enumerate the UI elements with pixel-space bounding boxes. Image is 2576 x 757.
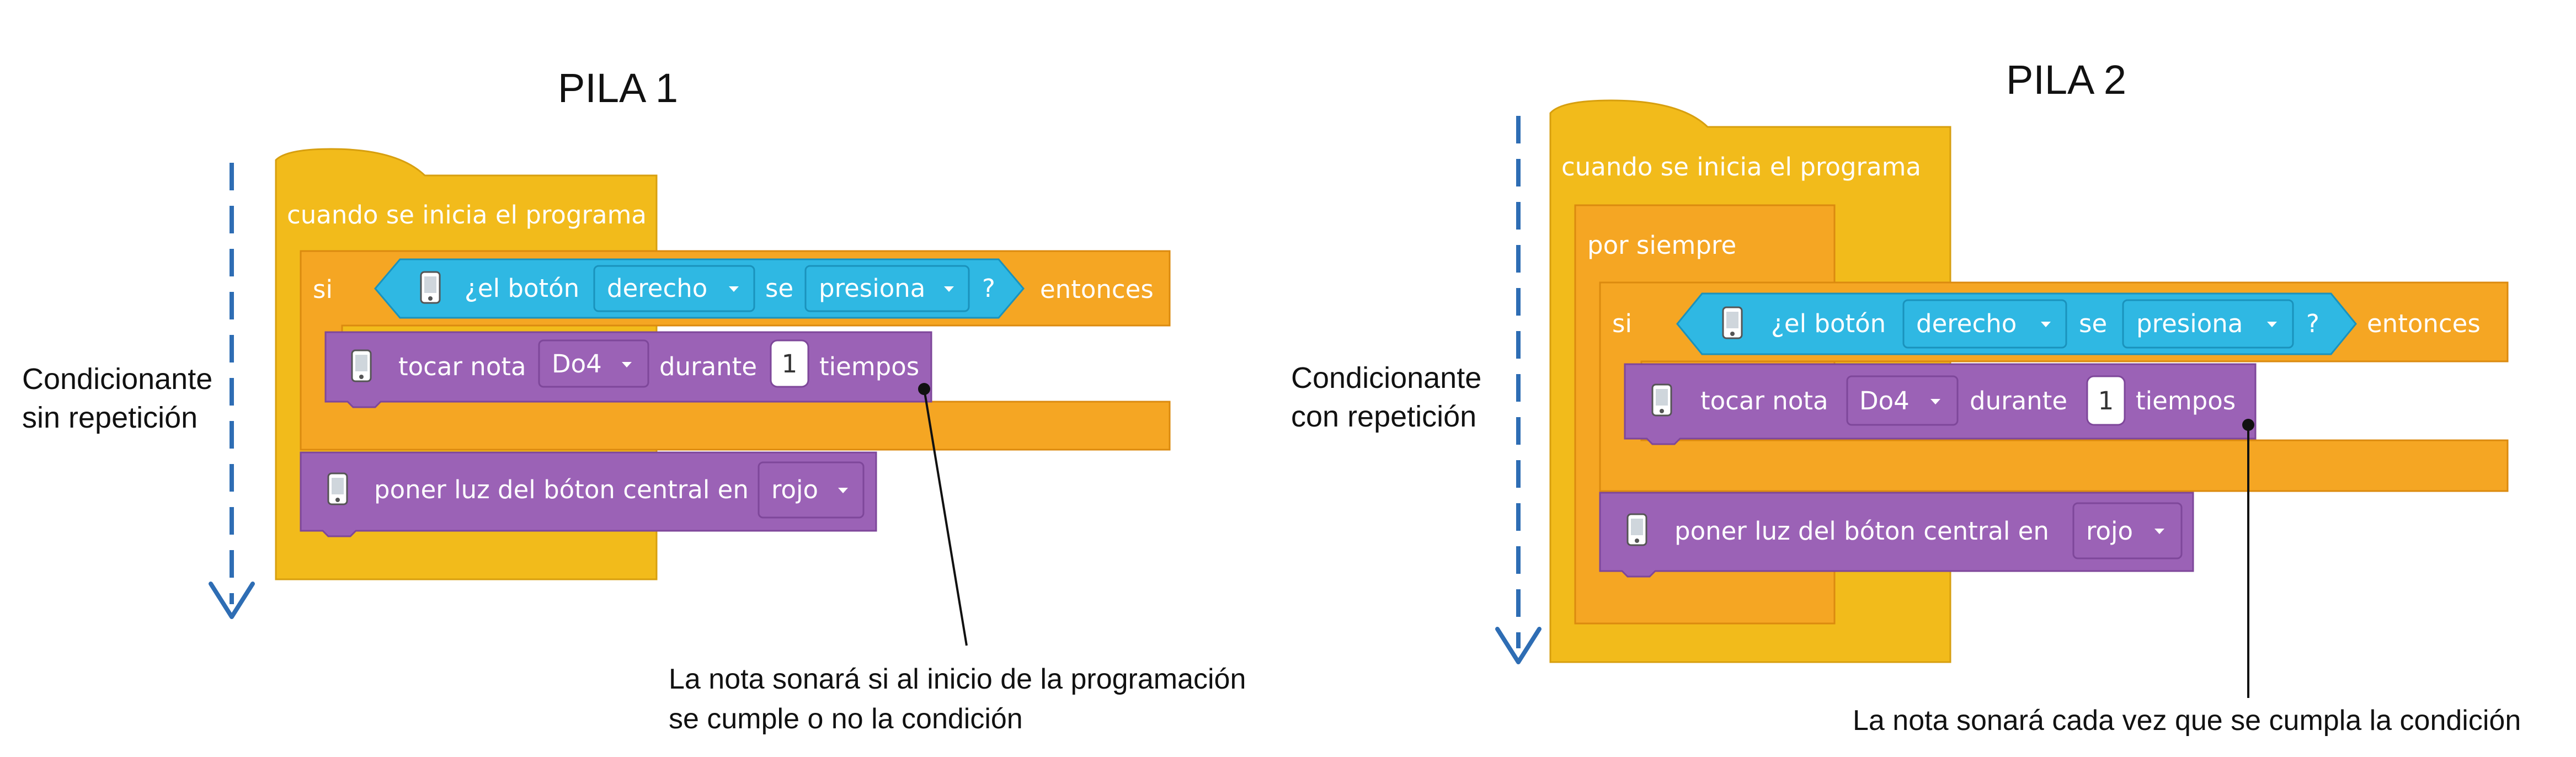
- stack1-beats-input[interactable]: [770, 339, 809, 388]
- stack1-annotation-line2: se cumple o no la condición: [669, 703, 1023, 735]
- robot-icon: [351, 349, 372, 382]
- stack1-set-light-block[interactable]: [300, 451, 877, 537]
- stack2-note-dropdown-value: Do4: [1859, 386, 1910, 415]
- stack2-button-dropdown[interactable]: [1902, 299, 2067, 349]
- stack2-then-label: entonces: [2367, 309, 2481, 338]
- stack1-state-dropdown[interactable]: [804, 265, 970, 312]
- stack1-annotation-line: [923, 388, 968, 646]
- stack1-beats-value: 1: [782, 349, 798, 378]
- stack2-note-during: durante: [1970, 386, 2067, 415]
- stack2-side-label-line1: Condicionante: [1291, 361, 1481, 395]
- stack1-light-label: poner luz del bóton central en: [374, 475, 749, 504]
- stack1-note-dropdown[interactable]: [538, 339, 649, 388]
- stack2-side-label-line2: con repetición: [1291, 400, 1476, 433]
- stack2-sensor-text: ¿el botón: [1771, 309, 1886, 338]
- robot-icon: [1722, 306, 1743, 339]
- stack2-sensor-q: ?: [2306, 309, 2319, 338]
- stack1-flow-arrow-head: [209, 582, 255, 619]
- stack2-if-label: si: [1612, 309, 1632, 338]
- stack1-note-dropdown-value: Do4: [552, 349, 602, 378]
- stack2-light-label: poner luz del bóton central en: [1674, 516, 2049, 546]
- stack2-hat-label: cuando se inicia el programa: [1561, 152, 1921, 182]
- stack1-note-during: durante: [659, 352, 757, 381]
- stack2-state-dropdown-value: presiona: [2136, 309, 2243, 338]
- stack2-title: PILA 2: [2006, 57, 2126, 103]
- stack1-note-label: tocar nota: [398, 352, 526, 381]
- robot-icon: [1651, 383, 1672, 417]
- stack2-note-label: tocar nota: [1700, 386, 1828, 415]
- stack1-color-dropdown[interactable]: [758, 461, 865, 519]
- stack1-hat-label: cuando se inicia el programa: [287, 200, 647, 230]
- stack2-flow-arrow-head: [1495, 627, 1542, 664]
- stack1-sensor-q: ?: [982, 274, 995, 303]
- stack2-beats-value: 1: [2098, 386, 2114, 415]
- stack1-button-dropdown-value: derecho: [607, 274, 707, 303]
- stack2-color-dropdown-value: rojo: [2086, 516, 2133, 546]
- stack2-annotation-line1: La nota sonará cada vez que se cumpla la…: [1853, 705, 2521, 737]
- stack2-sensor-se: se: [2079, 309, 2107, 338]
- stack2-forever-label: por siempre: [1587, 231, 1736, 260]
- stack2-beats-input[interactable]: [2086, 375, 2126, 426]
- stack1-color-dropdown-value: rojo: [771, 475, 818, 504]
- stack2-button-dropdown-value: derecho: [1916, 309, 2017, 338]
- robot-icon: [1626, 513, 1647, 546]
- stack1-then-label: entonces: [1040, 275, 1154, 304]
- stack1-note-times: tiempos: [819, 352, 919, 381]
- stack2-note-times: tiempos: [2136, 386, 2236, 415]
- stack2-set-light-block[interactable]: [1599, 492, 2194, 578]
- stack2-note-dropdown[interactable]: [1846, 375, 1959, 426]
- stack1-sensor-text: ¿el botón: [465, 274, 579, 303]
- stack1-sensor-se: se: [765, 274, 793, 303]
- stack1-button-dropdown[interactable]: [593, 265, 755, 312]
- stack2-state-dropdown[interactable]: [2122, 299, 2294, 349]
- robot-icon: [327, 472, 348, 505]
- robot-icon: [420, 271, 441, 304]
- stack1-side-label-line1: Condicionante: [22, 362, 212, 396]
- stack1-title: PILA 1: [558, 65, 678, 111]
- stack1-state-dropdown-value: presiona: [819, 274, 925, 303]
- stack1-if-label: si: [313, 275, 333, 304]
- stack1-side-label-line2: sin repetición: [22, 401, 198, 434]
- stack1-annotation-line1: La nota sonará si al inicio de la progra…: [669, 663, 1246, 695]
- stack2-color-dropdown[interactable]: [2072, 502, 2183, 559]
